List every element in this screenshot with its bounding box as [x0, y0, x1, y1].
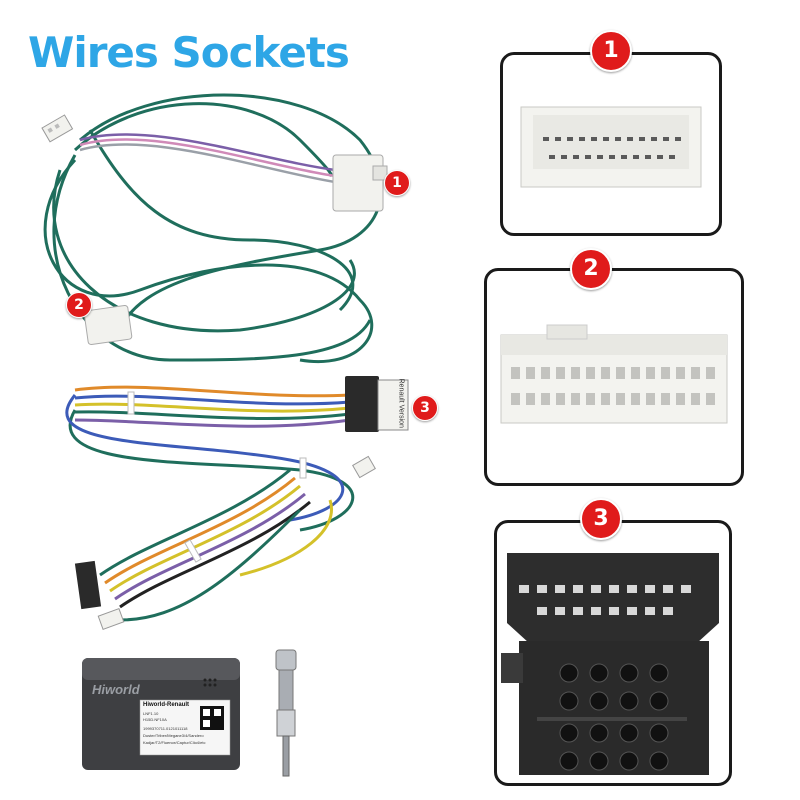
- wire-harness-illustration: [41, 93, 409, 777]
- detail-panel-2: [484, 268, 744, 486]
- detail-badge-3: 3: [580, 498, 622, 540]
- harness-badge-3: 3: [412, 395, 438, 421]
- harness-connector-2: [83, 304, 133, 346]
- harness-connector-bottom: [74, 560, 102, 610]
- connector-2-closeup: [500, 324, 728, 424]
- harness-badge-1: 1: [384, 170, 410, 196]
- module-sticker-line-2: H15D.NF10A: [143, 717, 167, 722]
- detail-panel-1: [500, 52, 722, 236]
- module-sticker-line-1: LNF1.10: [143, 711, 159, 716]
- connector-1-closeup: [520, 106, 702, 188]
- module-sticker-line-4: Duster/Triber/Megane3/4/Sandero: [143, 733, 204, 738]
- connector-3-closeup: [501, 553, 719, 775]
- page-title: Wires Sockets: [28, 28, 350, 77]
- module-brand: Hiworld: [92, 682, 140, 697]
- connector-tag-text: Renault Version: [397, 378, 405, 428]
- detail-badge-1: 1: [590, 30, 632, 72]
- module-sticker-line-5: Kadjar/T2/Fluence/Captur/Clio4/etc: [143, 740, 206, 745]
- detail-badge-2: 2: [570, 248, 612, 290]
- harness-connector-3: [345, 376, 409, 432]
- decoder-box: [82, 658, 240, 770]
- module-sticker-title: Hiworld-Renault: [143, 702, 189, 708]
- antenna-adapter: [275, 649, 297, 777]
- harness-connector-1: [332, 154, 388, 212]
- detail-panel-3: [494, 520, 732, 786]
- harness-badge-2: 2: [66, 292, 92, 318]
- module-sticker-line-3: 1999370711.0121011118: [143, 726, 188, 731]
